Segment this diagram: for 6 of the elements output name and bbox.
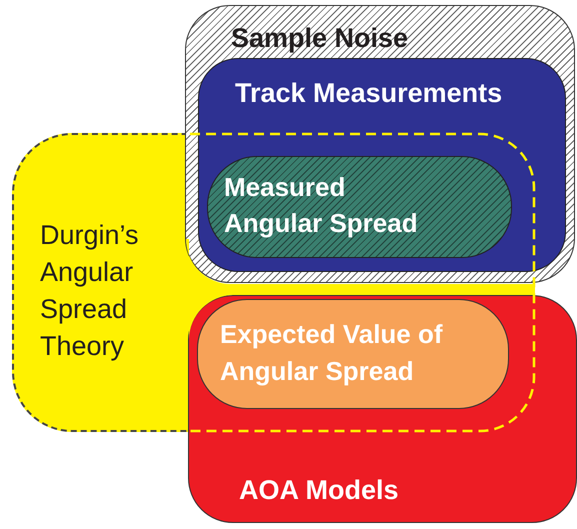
region-label: Durgin’s Angular Spread Theory [40, 219, 140, 363]
pill-label: Measured Angular Spread [224, 171, 419, 240]
pill-label: Expected Value of Angular Spread [220, 318, 444, 388]
region-title: AOA Models [239, 474, 399, 507]
box-title: Track Measurements [235, 77, 502, 110]
dashed-region [12, 133, 190, 432]
